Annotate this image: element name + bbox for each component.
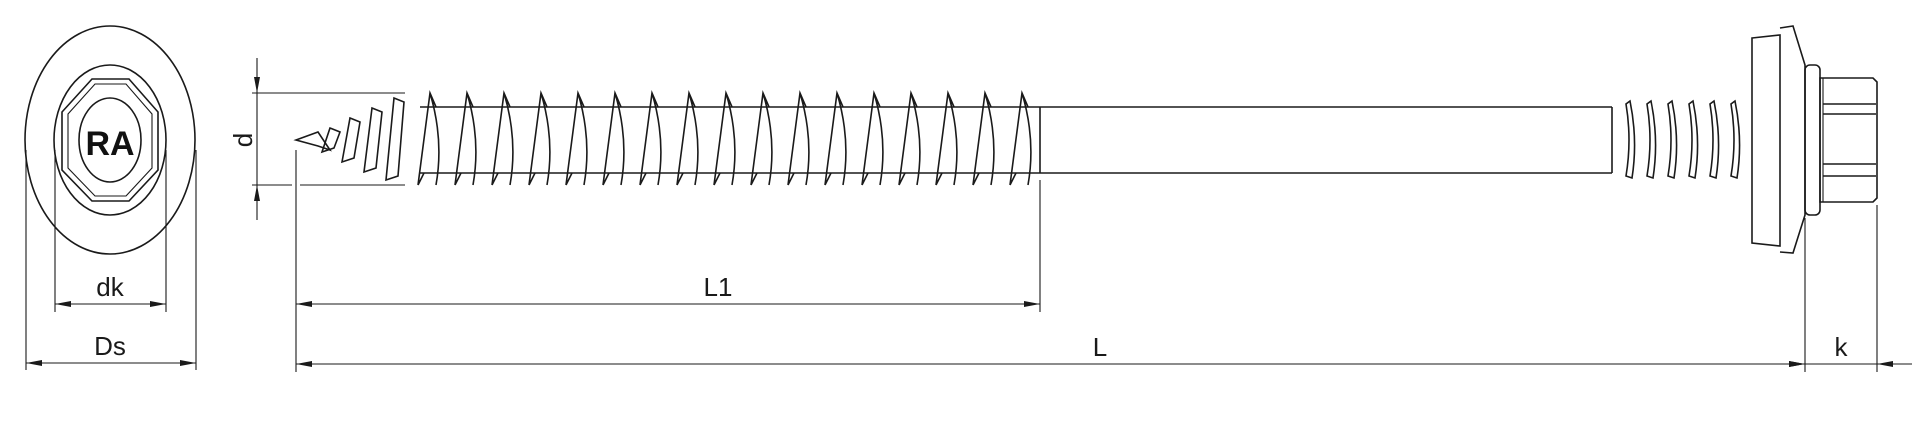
thread-flank <box>363 106 383 174</box>
label-dk: dk <box>96 272 124 302</box>
thread-flank <box>1667 99 1678 180</box>
thread-flank <box>676 89 699 186</box>
thread-flank <box>385 96 405 182</box>
thread-flank <box>861 89 884 186</box>
thread-flank <box>1009 89 1032 186</box>
dimension-L1: L1 <box>295 150 1041 372</box>
washer-seal <box>1751 34 1781 247</box>
thread-flank <box>639 89 662 186</box>
dimension-L: L <box>296 218 1806 372</box>
thread-flank <box>454 89 477 186</box>
upper-thread <box>1625 99 1741 180</box>
label-k: k <box>1835 332 1849 362</box>
head-marking-logo: RA <box>85 125 134 163</box>
thread-flank <box>491 89 514 186</box>
thread-flank <box>750 89 773 186</box>
thread-flank <box>972 89 995 186</box>
thread-flank <box>417 89 440 186</box>
label-L1: L1 <box>704 272 733 302</box>
dimension-Ds: Ds <box>25 150 197 370</box>
thread-flank <box>1625 99 1636 180</box>
screw-side-view <box>293 25 1878 254</box>
label-d: d <box>228 133 258 147</box>
thread-flank <box>787 89 810 186</box>
dimension-dk: dk <box>54 150 167 312</box>
flange <box>1804 64 1821 216</box>
hex-outline <box>61 78 159 202</box>
thread-flank <box>713 89 736 186</box>
washer-outline <box>24 25 196 255</box>
label-Ds: Ds <box>94 331 126 361</box>
marking-circle <box>78 97 142 183</box>
thread-flank <box>1688 99 1699 180</box>
dimension-d: d <box>228 58 405 220</box>
flange-outline <box>53 64 167 216</box>
hex-head <box>1819 77 1878 203</box>
hex-chamfer <box>67 83 153 197</box>
label-L: L <box>1093 332 1107 362</box>
main-thread <box>320 89 1032 186</box>
washer <box>1779 25 1806 254</box>
thread-flank <box>1646 99 1657 180</box>
thread-flank <box>340 116 361 164</box>
thread-flank <box>565 89 588 186</box>
dimension-k: k <box>1782 205 1912 372</box>
thread-flank <box>1709 99 1720 180</box>
head-top-view: RA <box>24 25 196 255</box>
thread-flank <box>898 89 921 186</box>
thread-flank <box>602 89 625 186</box>
thread-flank <box>320 126 342 154</box>
thread-flank <box>824 89 847 186</box>
thread-flank <box>528 89 551 186</box>
thread-flank <box>1730 99 1741 180</box>
thread-flank <box>935 89 958 186</box>
